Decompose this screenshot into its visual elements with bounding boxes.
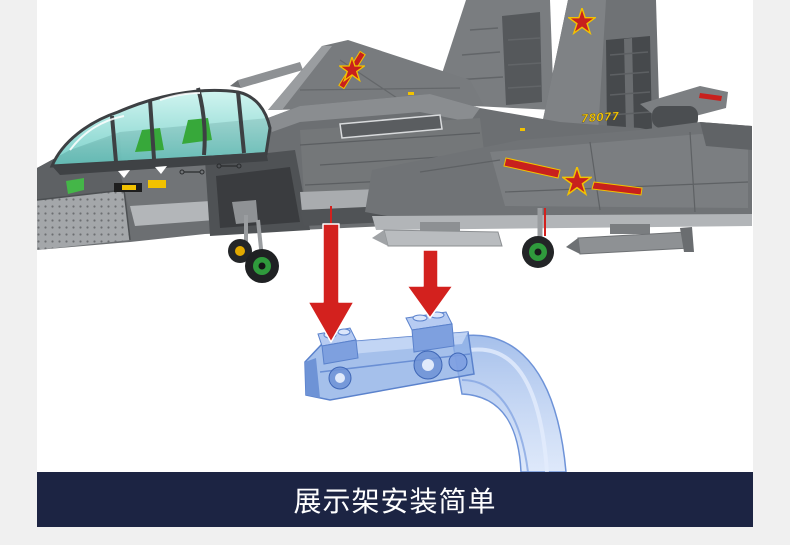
missile-inner: [372, 222, 503, 247]
cockpit-sill: [52, 152, 268, 175]
near-wing-flap: [700, 122, 752, 150]
install-arrows: [307, 206, 454, 343]
far-wing: [230, 40, 484, 110]
cockpit-canopy: [49, 88, 272, 168]
nose-rivets: [37, 190, 130, 250]
wing-insignia-bar-left: [503, 157, 561, 179]
front-gear-door: [232, 200, 258, 224]
caption-text: 展示架安装简单: [293, 484, 497, 518]
tail-fin-left-ribs: [453, 27, 543, 89]
rescue-mark-dots: [179, 163, 242, 175]
stand-mount-right: [405, 311, 468, 380]
warning-triangles: [118, 166, 167, 178]
mount-left-front: [321, 339, 359, 365]
fighter-jet-model: 78077: [37, 0, 752, 283]
fuselage-spine: [268, 94, 480, 132]
nose-green-light: [66, 178, 84, 194]
engine-nozzle: [652, 106, 698, 128]
mount-left-socket-hole: [335, 373, 345, 383]
stand-arm: [451, 334, 567, 473]
down-arrow-icon: [406, 249, 454, 319]
tail-fin-left-panel: [502, 12, 542, 105]
cockpit: [49, 87, 272, 175]
missile-outer-pylon: [610, 224, 650, 234]
fuselage-decals: [66, 163, 242, 194]
stabilizer-red-tip: [699, 93, 722, 101]
far-wing-leading-edge: [268, 46, 332, 110]
rescue-marks: [184, 165, 237, 173]
tail-fin-right-ribs: [609, 51, 652, 116]
missile-inner-pylon: [420, 222, 460, 231]
missile-inner-body: [383, 229, 503, 247]
missile-inner-nose: [372, 230, 388, 246]
tail-fin-right-stripe: [624, 38, 634, 131]
near-wing: [365, 122, 752, 230]
tail-number: 78077: [580, 110, 619, 126]
far-wing-missile: [238, 62, 303, 88]
missile-outer: [566, 224, 694, 255]
dorsal-panel: [339, 114, 443, 139]
missile-outer-nose: [566, 238, 580, 254]
canopy-glare: [69, 92, 201, 151]
missile-outer-fins: [680, 227, 694, 252]
yellow-decal-inner: [122, 185, 136, 190]
canopy-frame: [110, 87, 246, 163]
rear-landing-gear: [522, 208, 554, 268]
stand-arm-groove: [461, 379, 529, 473]
near-wing-edge-trim: [372, 214, 752, 230]
stand-bracket-end-cap: [305, 358, 320, 398]
far-wing-missile-nose: [230, 80, 241, 88]
mount-right-front: [411, 323, 455, 353]
stand-arm-highlight: [469, 347, 549, 473]
mount-right-stud: [412, 314, 428, 322]
front-landing-gear: [228, 200, 279, 283]
tail-fin-right: 78077: [540, 0, 660, 136]
air-intake-opening: [216, 167, 300, 228]
front-wheel-axle: [258, 262, 266, 270]
rear-wheel-axle: [534, 248, 542, 256]
mount-left-stud: [337, 328, 351, 336]
down-arrow-icon: [307, 223, 355, 343]
front-wheel-rear-hub: [235, 246, 245, 256]
caption-banner: 展示架安装简单: [37, 472, 753, 527]
wing-insignia-bar-right: [591, 181, 643, 196]
yellow-decal-bar: [148, 180, 166, 188]
mount-right-socket-hole: [422, 359, 434, 371]
arm-joint-socket: [448, 352, 468, 372]
